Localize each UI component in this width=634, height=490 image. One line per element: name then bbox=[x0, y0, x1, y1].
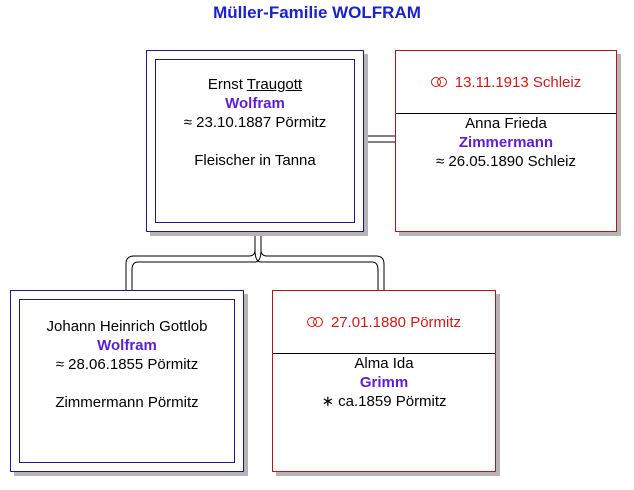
person-box-father[interactable]: Ernst Traugott Wolfram ≈ 23.10.1887 Pörm… bbox=[146, 50, 364, 232]
wedding-rings-icon bbox=[306, 317, 323, 327]
father-given-names: Ernst Traugott bbox=[156, 75, 354, 94]
mother-marriage-row: 13.11.1913 Schleiz bbox=[396, 51, 616, 114]
mother-marriage-date: 13.11.1913 Schleiz bbox=[454, 73, 582, 91]
grandmother-birth: ∗ ca.1859 Pörmitz bbox=[321, 393, 447, 410]
grandmother-given: Alma Ida bbox=[354, 355, 414, 372]
father-given-underlined: Traugott bbox=[246, 76, 303, 93]
person-box-grandfather-inner: Johann Heinrich Gottlob Wolfram ≈ 28.06.… bbox=[19, 299, 235, 463]
wedding-rings-icon bbox=[430, 77, 447, 87]
grandfather-occupation: Zimmermann Pörmitz bbox=[55, 394, 199, 411]
grandmother-surname: Grimm bbox=[359, 374, 409, 391]
mother-birth: ≈ 26.05.1890 Schleiz bbox=[436, 153, 576, 170]
person-box-father-inner: Ernst Traugott Wolfram ≈ 23.10.1887 Pörm… bbox=[155, 59, 355, 223]
grandmother-marriage-row: 27.01.1880 Pörmitz bbox=[273, 291, 495, 354]
father-surname: Wolfram bbox=[225, 95, 285, 112]
mother-given: Anna Frieda bbox=[465, 115, 547, 132]
person-box-grandfather[interactable]: Johann Heinrich Gottlob Wolfram ≈ 28.06.… bbox=[10, 290, 244, 472]
father-birth: ≈ 23.10.1887 Pörmitz bbox=[183, 114, 327, 131]
page-title: Müller-Familie WOLFRAM bbox=[213, 3, 421, 22]
mother-surname: Zimmermann bbox=[458, 134, 554, 151]
grandfather-surname: Wolfram bbox=[97, 337, 157, 354]
person-box-mother[interactable]: 13.11.1913 Schleiz Anna Frieda Zimmerman… bbox=[395, 50, 617, 232]
grandmother-marriage-date: 27.01.1880 Pörmitz bbox=[330, 313, 462, 331]
grandfather-given: Johann Heinrich Gottlob bbox=[46, 318, 208, 335]
grandfather-birth: ≈ 28.06.1855 Pörmitz bbox=[55, 356, 199, 373]
father-given-plain: Ernst bbox=[207, 76, 243, 93]
person-box-grandmother[interactable]: 27.01.1880 Pörmitz Alma Ida Grimm ∗ ca.1… bbox=[272, 290, 496, 472]
father-occupation: Fleischer in Tanna bbox=[194, 152, 316, 169]
